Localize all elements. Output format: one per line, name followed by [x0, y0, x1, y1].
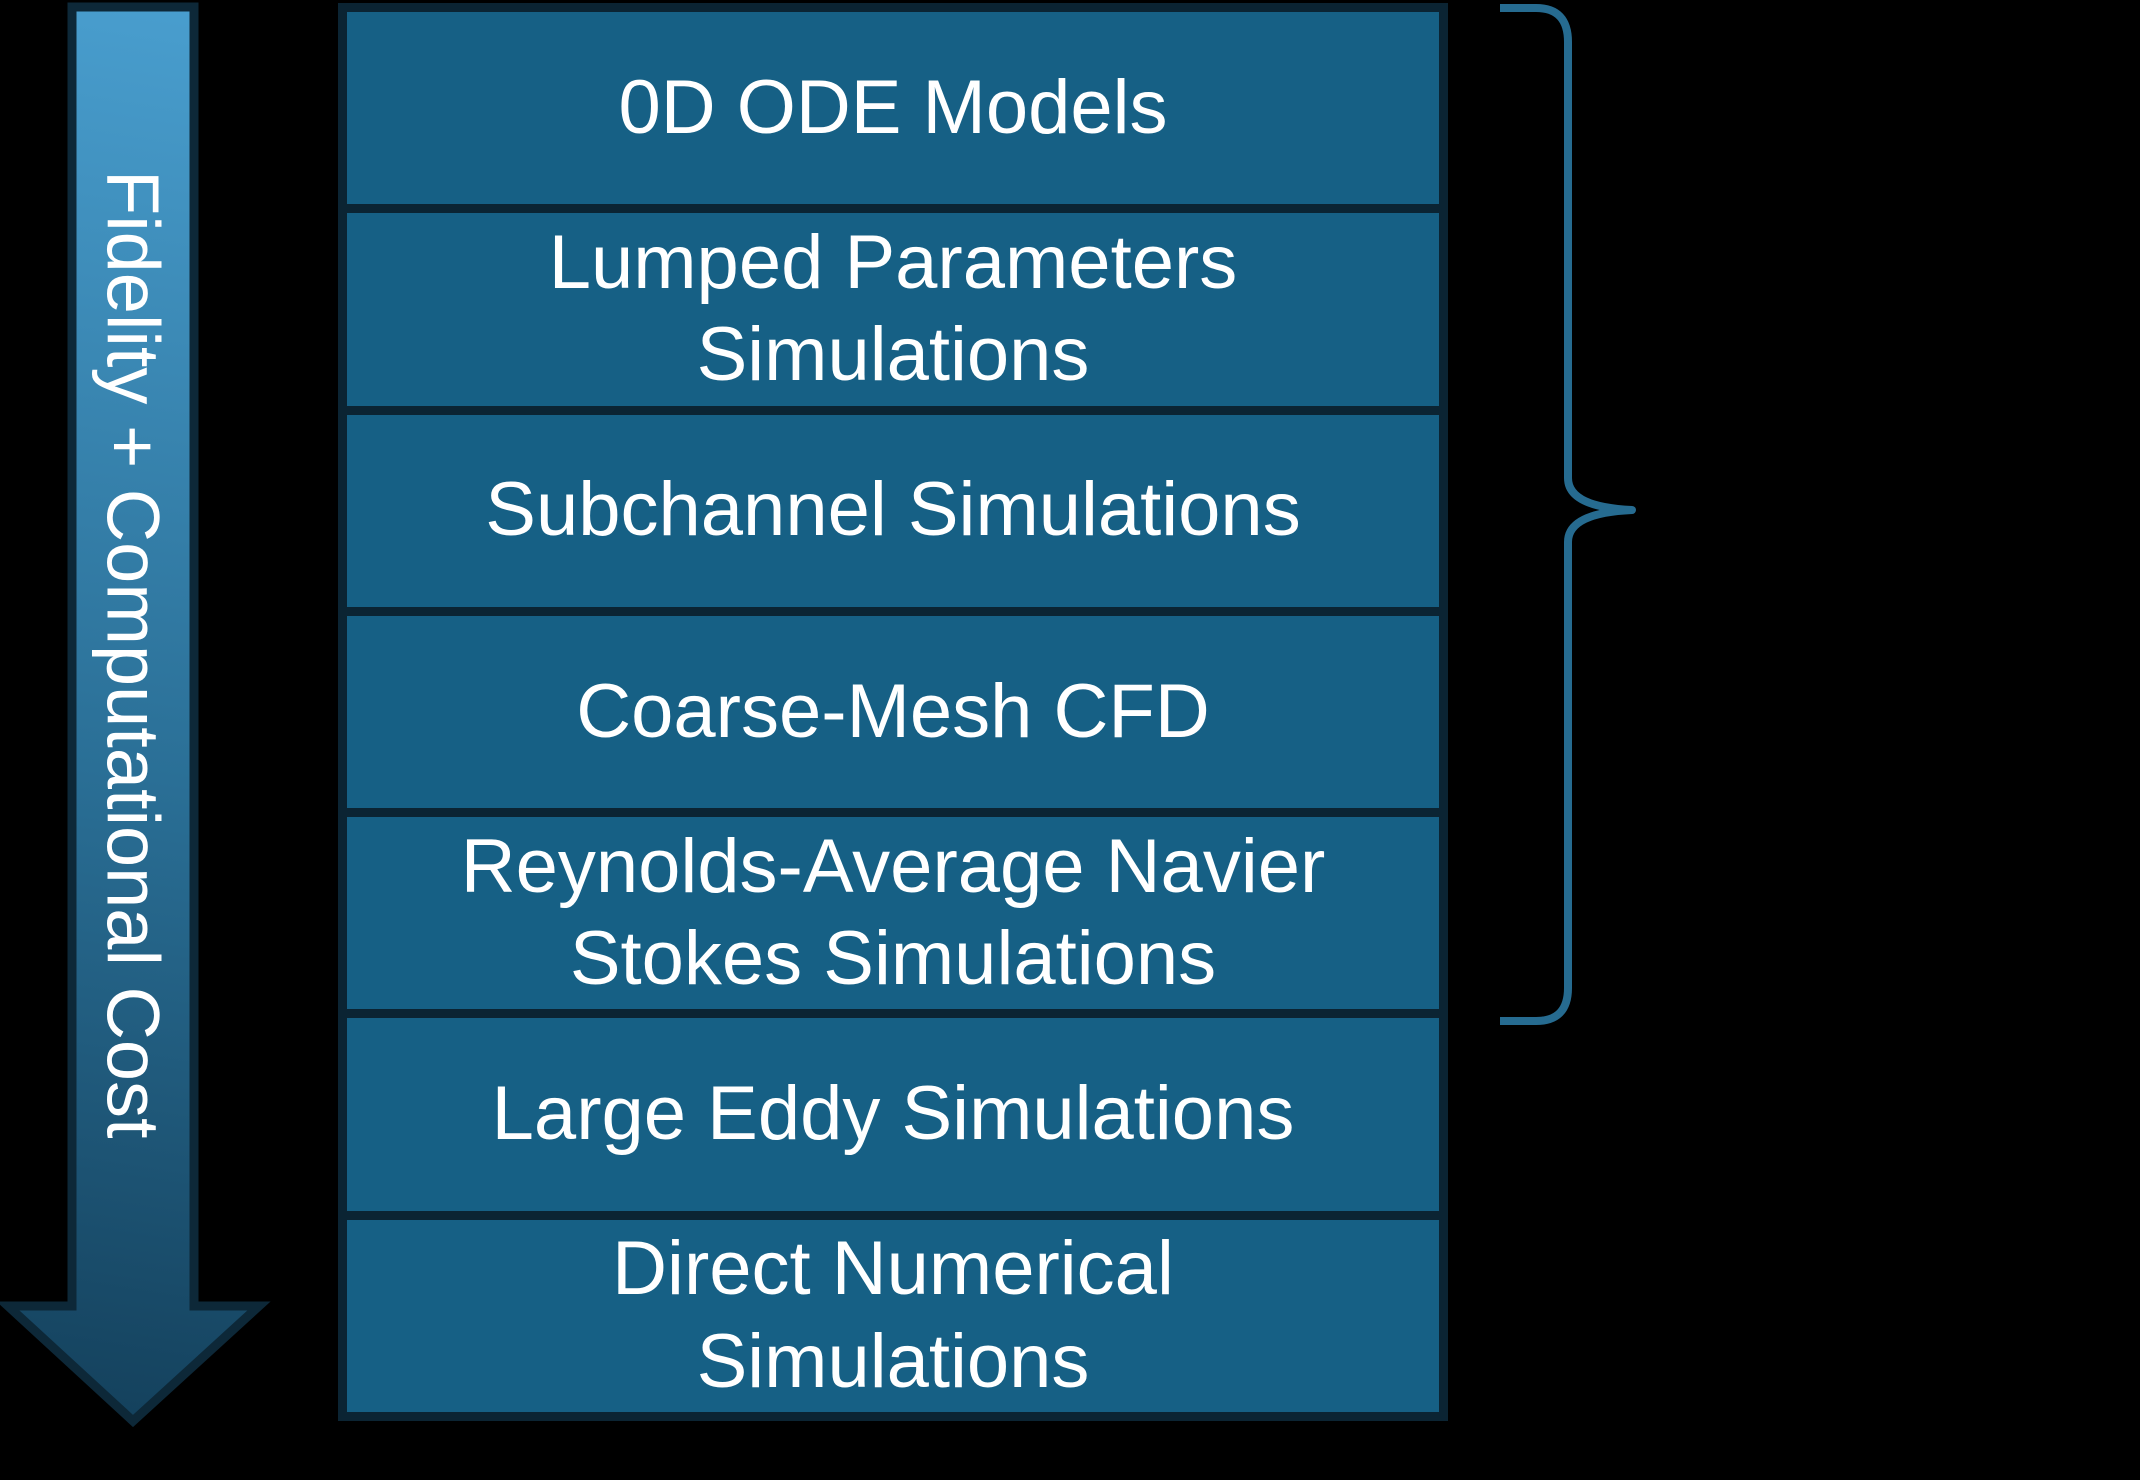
row-label: 0D ODE Models: [618, 64, 1168, 150]
row-label: Coarse-Mesh CFD: [576, 668, 1210, 754]
row-label: Subchannel Simulations: [485, 467, 1301, 553]
model-stack: 0D ODE Models Lumped Parameters Simulati…: [338, 3, 1448, 1421]
row-label: Large Eddy Simulations: [491, 1071, 1295, 1157]
stack-row-coarse-mesh-cfd: Coarse-Mesh CFD: [347, 615, 1439, 809]
row-label: Reynolds-Average Navier Stokes Simulatio…: [460, 823, 1326, 1002]
stack-row-rans: Reynolds-Average Navier Stokes Simulatio…: [347, 817, 1439, 1010]
stack-row-0d-ode: 0D ODE Models: [347, 12, 1439, 205]
stack-row-les: Large Eddy Simulations: [347, 1018, 1439, 1211]
fidelity-cost-arrow: [0, 2, 271, 1428]
row-label: Direct Numerical Simulations: [612, 1226, 1174, 1404]
stack-row-dns: Direct Numerical Simulations: [347, 1219, 1439, 1412]
stack-row-subchannel: Subchannel Simulations: [347, 414, 1439, 607]
stack-row-lumped-parameters: Lumped Parameters Simulations: [347, 213, 1439, 406]
group-brace: [1500, 4, 1636, 1025]
row-label: Lumped Parameters Simulations: [548, 219, 1238, 398]
